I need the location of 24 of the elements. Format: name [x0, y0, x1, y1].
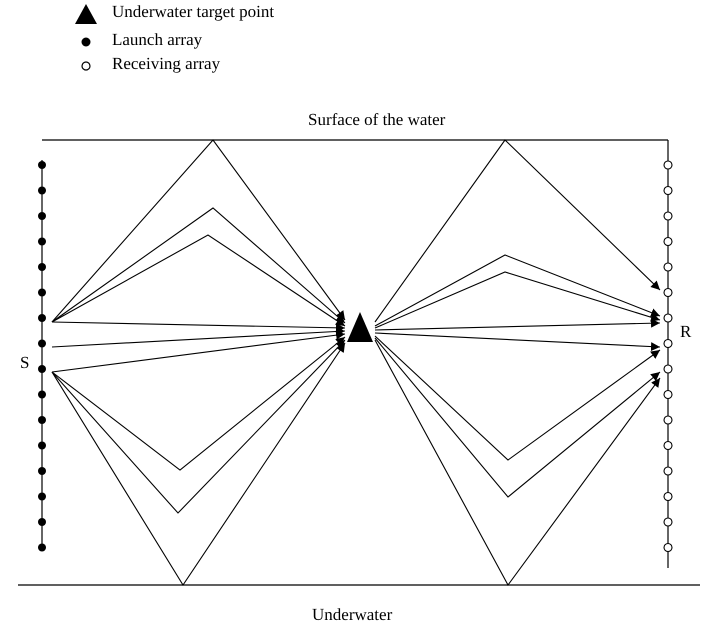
ray-arrow	[374, 318, 660, 331]
ray-arrow	[374, 271, 660, 328]
region-label: Surface of the water	[308, 110, 446, 130]
ray-arrow	[374, 336, 660, 461]
ray-arrow	[374, 340, 660, 586]
ray-arrow	[374, 332, 660, 352]
ray-arrow	[52, 327, 346, 348]
region-label: Underwater	[312, 605, 392, 625]
ray-arrow	[52, 234, 346, 326]
legend-text: Launch array	[112, 30, 202, 50]
ray-arrow	[52, 330, 346, 373]
ray-arrow	[374, 139, 660, 322]
ray-arrow	[52, 321, 346, 332]
ray-arrow	[52, 139, 346, 322]
ray-arrow	[52, 340, 346, 514]
ray-arrow	[52, 342, 346, 586]
ray-arrow	[52, 207, 346, 324]
array-label: S	[20, 353, 30, 373]
ray-arrow	[374, 254, 660, 326]
array-label: R	[680, 322, 692, 342]
ray-arrow	[374, 338, 660, 498]
ray-arrow	[52, 336, 346, 471]
legend-text: Underwater target point	[112, 2, 274, 22]
legend-text: Receiving array	[112, 54, 220, 74]
